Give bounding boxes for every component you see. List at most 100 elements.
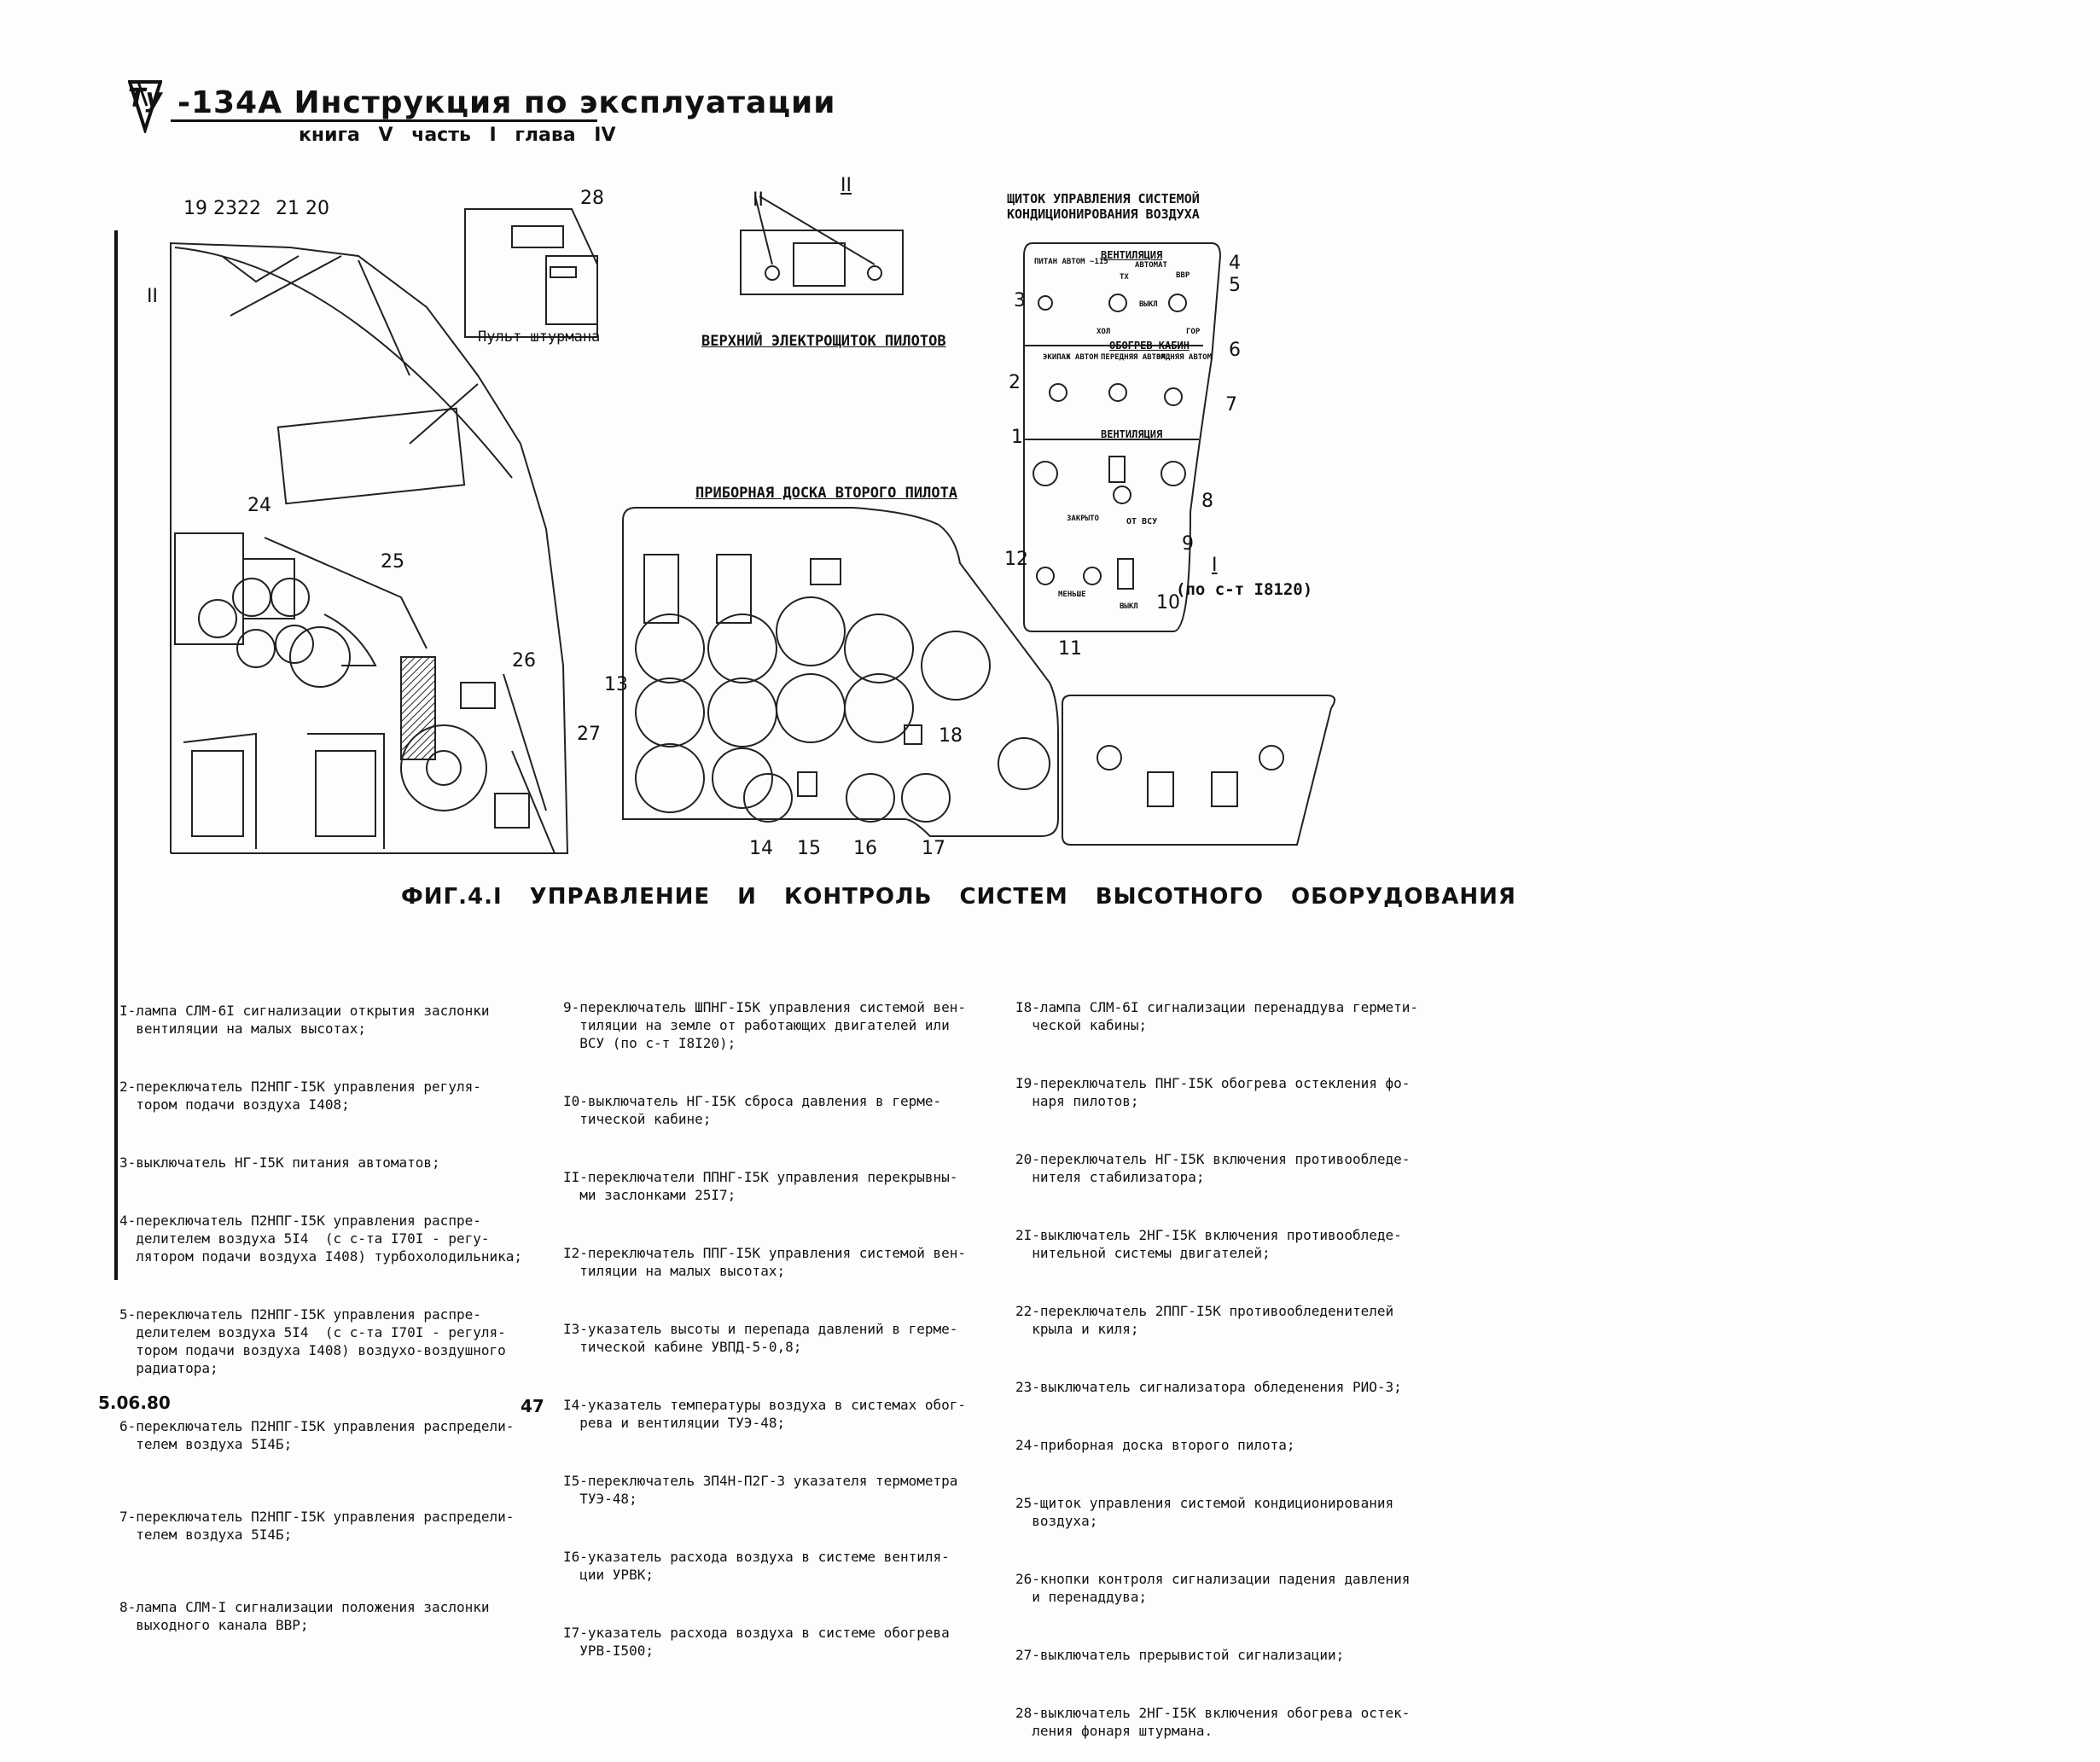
- publisher-logo: [128, 79, 162, 133]
- ac-label-hot: ГОР: [1186, 328, 1201, 336]
- figure-drawings: [170, 195, 1335, 854]
- ac-callout-3: 3: [1014, 290, 1026, 311]
- figure-caption: ФИГ.4.I УПРАВЛЕНИЕ И КОНТРОЛЬ СИСТЕМ ВЫС…: [401, 884, 1516, 910]
- callout-23: 23: [213, 198, 237, 219]
- legend-item: 23-выключатель сигнализатора обледенения…: [1015, 1379, 1402, 1395]
- legend-item: 3-выключатель НГ-I5К питания автоматов;: [119, 1154, 440, 1171]
- ac-alt-panel-drawing: [1062, 695, 1335, 846]
- legend-item: I3-указатель высоты и перепада давлений …: [563, 1321, 958, 1355]
- legend-column-3: I8-лампа СЛМ-6I сигнализации перенаддува…: [1015, 962, 1418, 1762]
- legend-item: I6-указатель расхода воздуха в системе в…: [563, 1549, 950, 1583]
- legend-item: 9-переключатель ШПНГ-I5К управления сист…: [563, 999, 967, 1051]
- callout-24: 24: [247, 495, 271, 516]
- ac-label-off: ВЫКЛ: [1139, 300, 1158, 309]
- callout-14: 14: [749, 838, 773, 859]
- ac-label-auto: АВТОМАТ: [1135, 261, 1167, 270]
- ac-callout-6: 6: [1229, 340, 1241, 361]
- ac-label-off-2: ВЫКЛ: [1120, 602, 1138, 611]
- header-underline: [171, 119, 597, 122]
- ac-callout-8: 8: [1201, 491, 1213, 512]
- ac-label-tx: ТХ: [1120, 273, 1129, 282]
- legend-item: 5-переключатель П2НПГ-I5К управления рас…: [119, 1306, 506, 1376]
- callout-25: 25: [381, 551, 404, 573]
- legend-item: I5-переключатель ЗП4Н-П2Г-3 указателя те…: [563, 1473, 958, 1507]
- legend-item: I2-переключатель ППГ-I5К управления сист…: [563, 1245, 967, 1279]
- ac-callout-2: 2: [1009, 372, 1021, 393]
- callout-17: 17: [922, 838, 945, 859]
- legend-item: 24-приборная доска второго пилота;: [1015, 1437, 1295, 1453]
- legend-item: I4-указатель температуры воздуха в систе…: [563, 1397, 967, 1431]
- ac-callout-1: 1: [1011, 427, 1023, 448]
- copilot-panel-drawing: [622, 507, 1059, 837]
- ac-callout-12: 12: [1004, 549, 1028, 570]
- logo-mark-icon: [128, 80, 162, 133]
- legend-item: 4-переключатель П2НПГ-I5К управления рас…: [119, 1212, 523, 1265]
- ac-panel-title-2: КОНДИЦИОНИРОВАНИЯ ВОЗДУХА: [1007, 206, 1200, 222]
- ac-callout-9: 9: [1182, 533, 1194, 555]
- callout-II-left: II: [147, 286, 158, 307]
- callout-27: 27: [577, 724, 601, 745]
- legend-item: I7-указатель расхода воздуха в системе о…: [563, 1625, 950, 1659]
- ac-label-rear: ЗАДНЯЯ АВТОМ: [1156, 353, 1213, 362]
- callout-19: 19: [183, 198, 207, 219]
- ac-label-apu: ОТ ВСУ: [1126, 517, 1158, 526]
- ac-panel-title-1: ЩИТОК УПРАВЛЕНИЯ СИСТЕМОЙ: [1007, 191, 1200, 206]
- callouts-top: 19 2322 21 20: [183, 198, 329, 219]
- ac-section-vent-2: ВЕНТИЛЯЦИЯ: [1101, 428, 1163, 440]
- ac-variant-mark: I: [1212, 555, 1218, 576]
- ac-variant-text: (по с-т I8120): [1176, 580, 1313, 599]
- callout-22: 22: [237, 198, 261, 219]
- upper-panel-drawing: [740, 195, 904, 295]
- ac-label-closed: ЗАКРЫТО: [1067, 515, 1099, 523]
- callout-15: 15: [797, 838, 821, 859]
- legend-item: 28-выключатель 2НГ-I5К включения обогрев…: [1015, 1705, 1411, 1739]
- legend-column-1: I-лампа СЛМ-6I сигнализации открытия зас…: [119, 966, 522, 1656]
- legend-item: 22-переключатель 2ППГ-I5К противообледен…: [1015, 1303, 1394, 1337]
- legend-item: I8-лампа СЛМ-6I сигнализации перенаддува…: [1015, 999, 1419, 1033]
- legend-column-2: 9-переключатель ШПНГ-I5К управления сист…: [563, 962, 966, 1682]
- ac-section-heating: ОБОГРЕВ КАБИН: [1109, 340, 1190, 352]
- callout-18: 18: [939, 725, 963, 747]
- cockpit-drawing: [170, 241, 569, 854]
- legend-item: 27-выключатель прерывистой сигнализации;: [1015, 1647, 1345, 1663]
- ac-label-power: ПИТАН АВТОМ ~115: [1034, 258, 1108, 266]
- legend-item: 2-переключатель П2НПГ-I5К управления рег…: [119, 1079, 481, 1113]
- ac-label-less: МЕНЬШЕ: [1058, 590, 1086, 599]
- upper-panel-heading: II: [841, 175, 852, 196]
- upper-panel-caption: ВЕРХНИЙ ЭЛЕКТРОЩИТОК ПИЛОТОВ: [701, 333, 946, 350]
- legend-item: II-переключатели ППНГ-I5К управления пер…: [563, 1169, 958, 1203]
- legend-item: I9-переключатель ПНГ-I5К обогрева остекл…: [1015, 1075, 1411, 1109]
- ac-callout-5: 5: [1229, 275, 1241, 296]
- upper-panel-callout: II: [753, 189, 764, 211]
- copilot-panel-caption: ПРИБОРНАЯ ДОСКА ВТОРОГО ПИЛОТА: [695, 485, 958, 502]
- legend-item: 8-лампа СЛМ-I сигнализации положения зас…: [119, 1599, 490, 1633]
- callout-16: 16: [853, 838, 877, 859]
- navigator-panel-label: Пульт штурмана: [478, 329, 601, 346]
- page-number: 47: [521, 1396, 544, 1416]
- ac-label-crew: ЭКИПАЖ АВТОМ: [1043, 353, 1099, 362]
- legend-item: I-лампа СЛМ-6I сигнализации открытия зас…: [119, 1003, 490, 1037]
- document-subtitle: книга V часть I глава IV: [299, 125, 616, 146]
- logo-text: Ту: [128, 84, 163, 113]
- navigator-console-drawing: [464, 208, 598, 338]
- callout-20: 20: [305, 198, 329, 219]
- legend-item: 7-переключатель П2НПГ-I5К управления рас…: [119, 1509, 515, 1543]
- legend-item: 6-переключатель П2НПГ-I5К управления рас…: [119, 1418, 515, 1452]
- callout-13: 13: [604, 674, 628, 695]
- legend-item: 26-кнопки контроля сигнализации падения …: [1015, 1571, 1411, 1605]
- ac-label-front: ПЕРЕДНЯЯ АВТОМ: [1101, 353, 1166, 362]
- ac-section-vent: ВЕНТИЛЯЦИЯ: [1101, 249, 1163, 261]
- ac-callout-11: 11: [1058, 638, 1082, 660]
- ac-label-vvr: ВВР: [1176, 271, 1190, 280]
- binding-rule: [114, 230, 118, 1280]
- legend-item: I0-выключатель НГ-I5К сброса давления в …: [563, 1093, 942, 1127]
- legend-item: 2I-выключатель 2НГ-I5К включения противо…: [1015, 1227, 1402, 1261]
- ac-callout-7: 7: [1225, 394, 1237, 416]
- footer-date: 5.06.80: [98, 1393, 171, 1413]
- callout-28: 28: [580, 188, 604, 209]
- callout-26: 26: [512, 650, 536, 672]
- callout-21: 21: [276, 198, 300, 219]
- document-title: -134А Инструкция по эксплуатации: [177, 85, 836, 120]
- legend-item: 20-переключатель НГ-I5К включения против…: [1015, 1151, 1411, 1185]
- ac-callout-10: 10: [1156, 592, 1180, 614]
